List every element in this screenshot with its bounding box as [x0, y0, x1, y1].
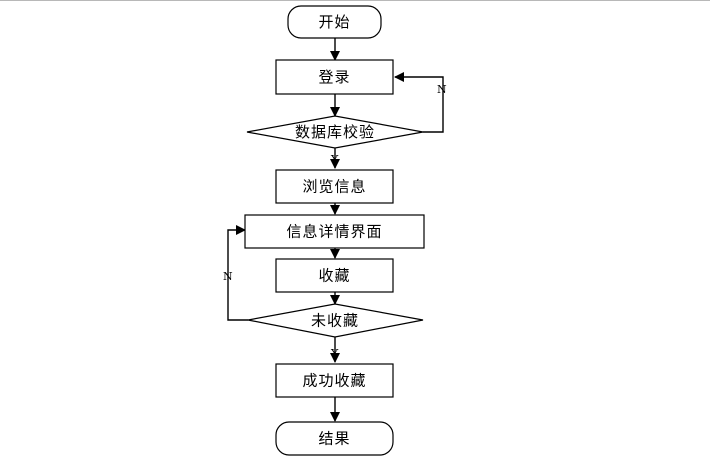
node-not-favorited: 未收藏 [247, 303, 424, 338]
node-detail: 信息详情界面 [244, 214, 425, 249]
branch-label-not-favorited-no: N [223, 270, 233, 283]
node-start-label: 开始 [318, 13, 350, 31]
node-success-label: 成功收藏 [302, 372, 366, 390]
node-browse: 浏览信息 [275, 169, 394, 204]
node-detail-label: 信息详情界面 [286, 223, 382, 241]
edge-not-favorited-no-to-detail [227, 225, 248, 321]
edge-db-check-no-to-login [394, 72, 444, 133]
node-start: 开始 [287, 5, 382, 39]
node-end: 结果 [275, 421, 394, 456]
branch-label-db-check-no: N [437, 83, 447, 96]
node-db-check-label: 数据库校验 [295, 123, 375, 141]
node-end-label: 结果 [318, 430, 350, 448]
node-success: 成功收藏 [275, 363, 394, 398]
branch-label-db-check-yes: Y [330, 153, 339, 166]
branch-label-not-favorited-yes: Y [330, 347, 339, 360]
edges [227, 38, 444, 422]
node-login-label: 登录 [318, 68, 350, 86]
node-login: 登录 [275, 59, 394, 95]
node-favorite-label: 收藏 [318, 267, 350, 285]
node-browse-label: 浏览信息 [302, 178, 366, 196]
node-not-favorited-label: 未收藏 [311, 312, 359, 330]
top-border-line [0, 0, 710, 1]
node-favorite: 收藏 [275, 258, 394, 293]
node-db-check: 数据库校验 [246, 115, 424, 149]
